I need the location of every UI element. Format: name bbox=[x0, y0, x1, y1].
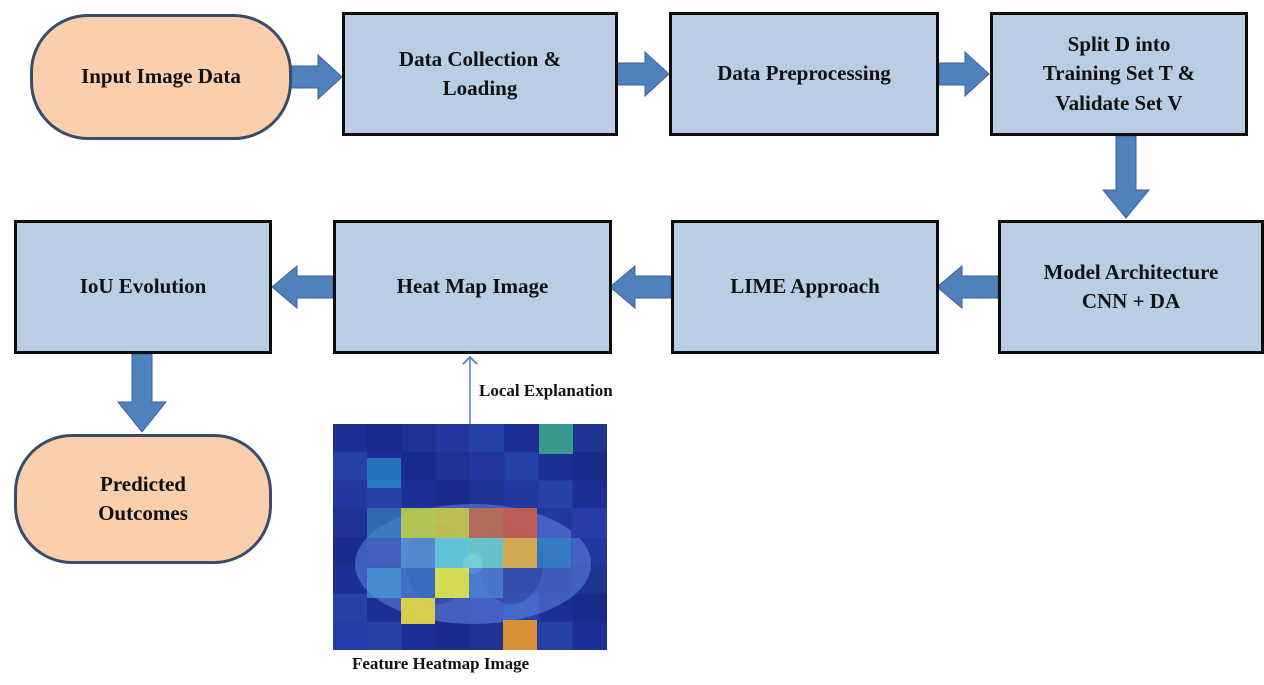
feature-heatmap-image bbox=[333, 424, 607, 650]
heatmap-tile bbox=[435, 621, 470, 650]
heatmap-tile bbox=[333, 480, 368, 509]
local-explanation-label: Local Explanation bbox=[479, 381, 613, 400]
heatmap-tile bbox=[504, 480, 539, 509]
heatmap-tile bbox=[572, 424, 607, 453]
heatmap-tile bbox=[401, 621, 436, 650]
split-dataset-node: Split D into Training Set T & Validate S… bbox=[990, 12, 1248, 136]
arrow-model-to-lime bbox=[936, 264, 999, 310]
arrow-input-to-collection bbox=[289, 53, 343, 101]
arrow-lime-to-heatmap bbox=[609, 264, 672, 310]
heatmap-tile bbox=[470, 424, 505, 453]
arrow-preprocessing-to-split bbox=[938, 50, 990, 98]
feature-heatmap-caption: Feature Heatmap Image bbox=[352, 654, 530, 673]
heatmap-tile bbox=[401, 480, 436, 509]
heatmap-tile bbox=[367, 621, 402, 650]
heatmap-tile bbox=[572, 593, 607, 622]
heatmap-tile bbox=[504, 424, 539, 453]
heatmap-tile bbox=[333, 452, 368, 481]
arrow-iou-to-predicted bbox=[116, 353, 168, 433]
model-architecture-node: Model Architecture CNN + DA bbox=[998, 220, 1264, 354]
heatmap-tile bbox=[538, 452, 573, 481]
data-preprocessing-node: Data Preprocessing bbox=[669, 12, 939, 136]
heatmap-tile bbox=[435, 424, 470, 453]
heatmap-tile bbox=[401, 452, 436, 481]
heatmap-tile bbox=[333, 424, 368, 453]
heatmap-tile bbox=[504, 452, 539, 481]
heatmap-tile bbox=[572, 452, 607, 481]
heatmap-tile bbox=[367, 424, 402, 453]
heat-map-image-node: Heat Map Image bbox=[333, 220, 612, 354]
iou-evolution-node: IoU Evolution bbox=[14, 220, 272, 354]
heatmap-tile bbox=[572, 621, 607, 650]
heatmap-tile bbox=[435, 480, 470, 509]
predicted-outcomes-node: Predicted Outcomes bbox=[14, 434, 272, 564]
arrow-heatmap-to-iou bbox=[271, 264, 334, 310]
heatmap-tile bbox=[470, 452, 505, 481]
heatmap-tile bbox=[470, 621, 505, 650]
data-collection-node: Data Collection & Loading bbox=[342, 12, 618, 136]
heatmap-tile bbox=[538, 621, 573, 650]
arrow-split-to-model bbox=[1101, 135, 1151, 219]
heatmap-tile bbox=[333, 508, 368, 537]
lime-approach-node: LIME Approach bbox=[671, 220, 939, 354]
arrow-collection-to-preprocessing bbox=[616, 50, 670, 98]
heatmap-tile bbox=[333, 593, 368, 622]
heatmap-tile bbox=[538, 480, 573, 509]
input-image-data-node: Input Image Data bbox=[30, 14, 292, 140]
heatmap-tile bbox=[572, 480, 607, 509]
heatmap-tile bbox=[401, 424, 436, 453]
heatmap-tile bbox=[435, 452, 470, 481]
